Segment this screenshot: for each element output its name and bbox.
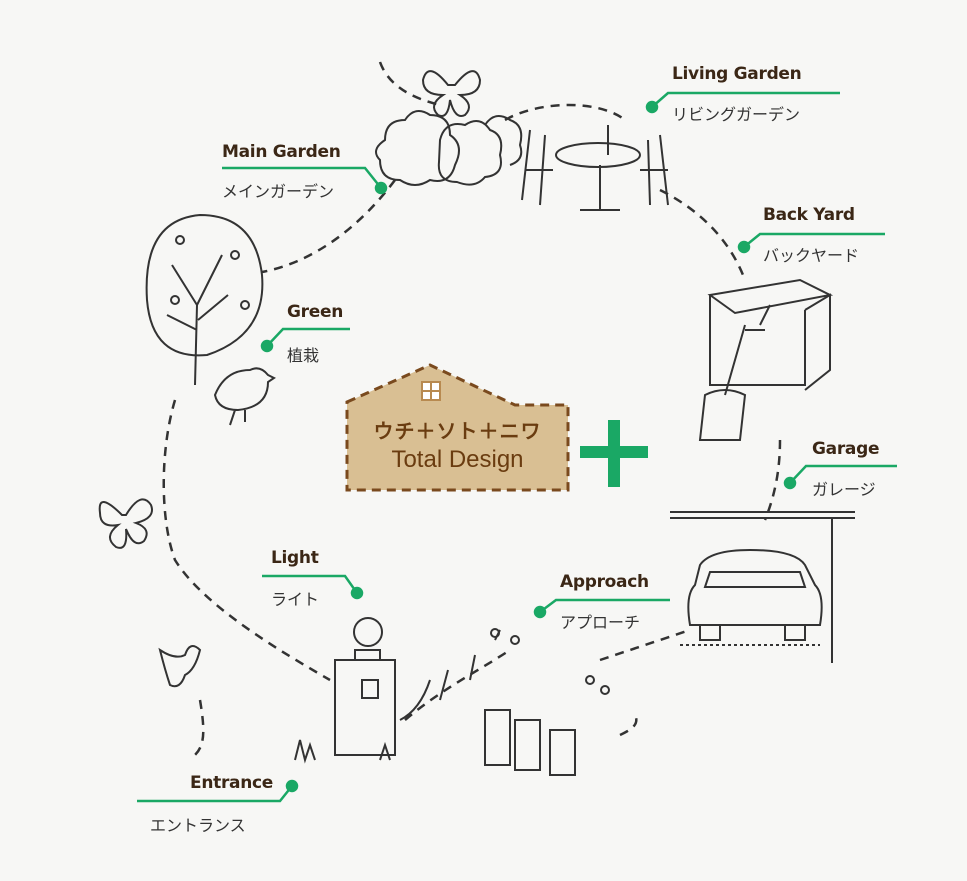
window-icon: [421, 381, 441, 401]
label-connectors: [137, 91, 897, 803]
patio-table-illustration: [521, 125, 669, 211]
label-main-garden-en: Main Garden: [222, 142, 341, 162]
label-approach-en: Approach: [560, 572, 649, 592]
tree-illustration: [145, 213, 264, 386]
label-main-garden-jp: メインガーデン: [222, 182, 335, 201]
label-garage-en: Garage: [812, 439, 880, 459]
center-title-en: Total Design: [391, 446, 524, 473]
shed-illustration: [698, 278, 834, 441]
bird-illustration: [158, 367, 276, 688]
gate-light-illustration: [294, 617, 396, 764]
bush-illustration: [375, 110, 523, 186]
label-green-jp: 植栽: [287, 346, 320, 365]
butterfly-illustration: [98, 70, 482, 549]
label-light-en: Light: [271, 548, 319, 568]
label-living-garden-en: Living Garden: [672, 64, 802, 84]
label-approach-jp: アプローチ: [560, 613, 641, 632]
house-shape: [345, 363, 570, 492]
center-title-jp: ウチ＋ソト＋ニワ: [373, 419, 542, 443]
label-back-yard-jp: バックヤード: [763, 246, 860, 265]
garage-illustration: [670, 511, 855, 663]
center-title: ウチ＋ソト＋ニワ Total Design: [350, 415, 565, 474]
label-entrance-jp: エントランス: [150, 816, 246, 835]
label-green-en: Green: [287, 302, 343, 322]
plus-icon: [580, 420, 648, 487]
label-entrance-en: Entrance: [190, 773, 274, 793]
label-living-garden-jp: リビングガーデン: [672, 105, 801, 124]
label-back-yard-en: Back Yard: [763, 205, 855, 225]
dashed-path: [162, 61, 782, 756]
approach-planting-illustration: [399, 628, 610, 776]
label-light-jp: ライト: [271, 590, 320, 609]
label-garage-jp: ガレージ: [812, 480, 876, 499]
